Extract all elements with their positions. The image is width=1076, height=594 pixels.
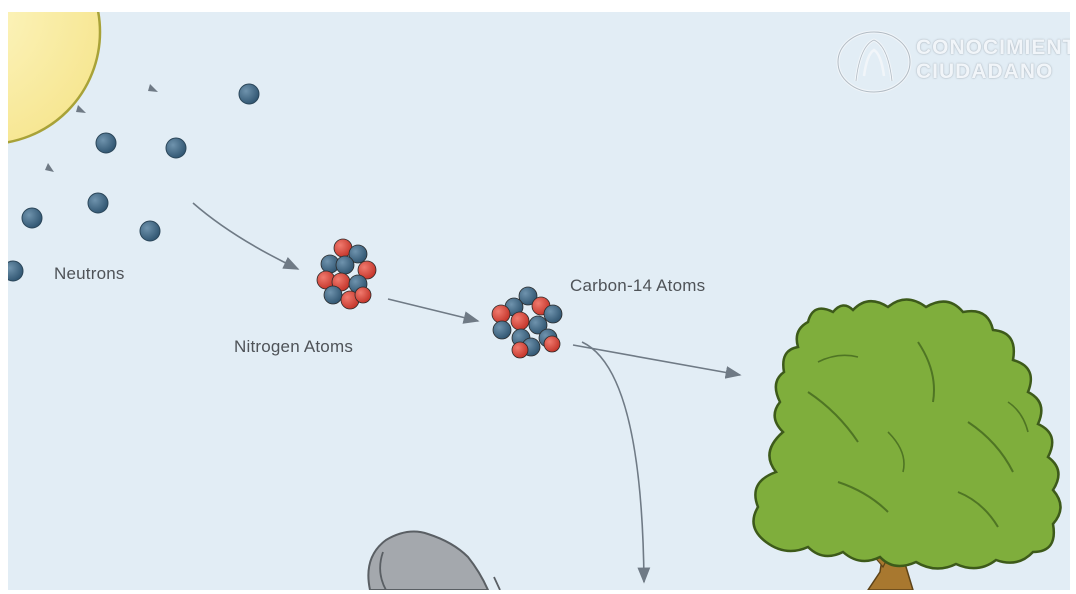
watermark-emblem-icon: [836, 30, 912, 94]
neutron: [8, 260, 24, 282]
diagram-frame: Neutrons Nitrogen Atoms Carbon-14 Atoms …: [8, 12, 1070, 590]
sun-rays: [45, 84, 158, 172]
sun-icon: [8, 12, 102, 144]
neutron: [87, 192, 109, 214]
neutron: [21, 207, 43, 229]
neutron: [238, 83, 260, 105]
flow-arrows: [192, 202, 742, 584]
carbon-cycle-scene: [8, 12, 1062, 590]
nitrogen-atom-icon: [316, 238, 377, 310]
neutrons-label: Neutrons: [54, 264, 125, 283]
watermark-line-1: CONOCIMIENTO: [916, 36, 1070, 59]
arrow-nitrogen-to-carbon14: [387, 298, 480, 324]
neutron: [165, 137, 187, 159]
tree-icon: [752, 298, 1062, 590]
neutron: [95, 132, 117, 154]
arrow-neutrons-to-nitrogen: [192, 202, 300, 270]
arrow-carbon14-to-tree: [572, 344, 742, 379]
carbon14-atoms-label: Carbon-14 Atoms: [570, 276, 706, 295]
nitrogen-atoms-label: Nitrogen Atoms: [234, 337, 354, 356]
watermark-logo: CONOCIMIENTO CIUDADANO: [834, 26, 1070, 96]
grazing-animal-icon: [367, 530, 501, 590]
arrow-carbon14-to-ground: [581, 341, 651, 584]
watermark-line-2: CIUDADANO: [916, 60, 1054, 83]
carbon14-atom-icon: [491, 286, 563, 359]
neutron-particles: [8, 83, 260, 282]
neutron: [139, 220, 161, 242]
